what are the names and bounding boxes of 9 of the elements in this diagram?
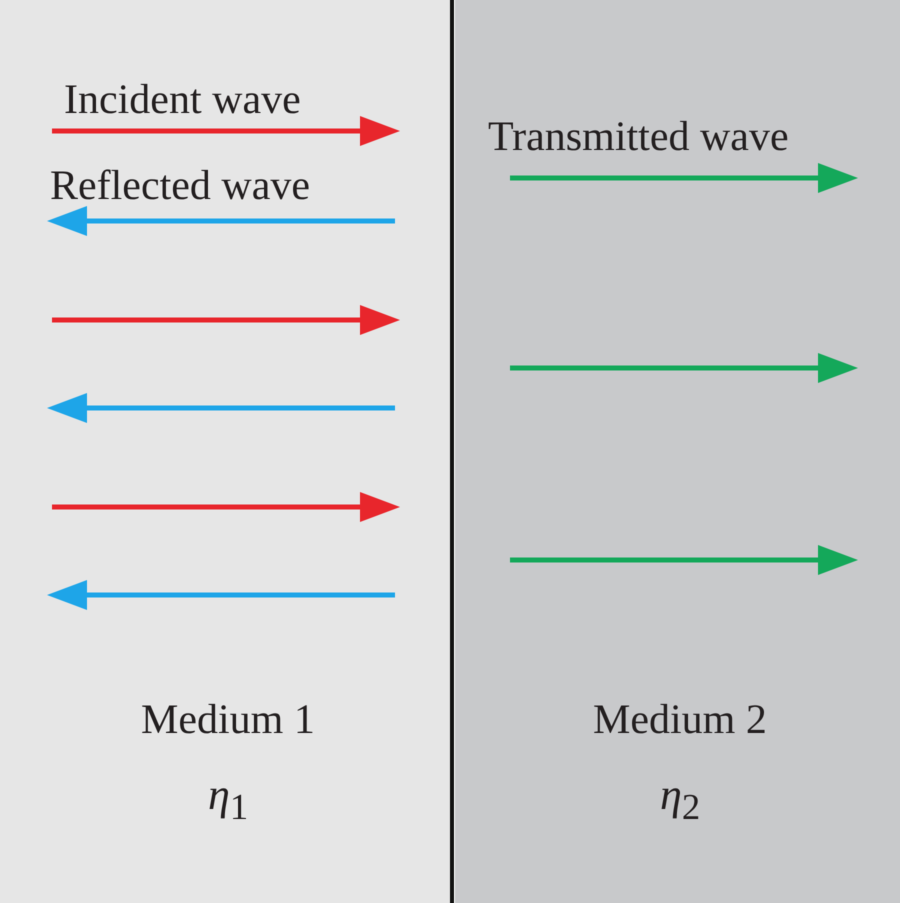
impedance-symbol: η$_{1}$ (208, 770, 248, 829)
impedance-symbol: η$_{2}$ (660, 770, 700, 829)
medium-panel (0, 0, 450, 903)
wave-label: Reflected wave (50, 162, 310, 210)
wave-label: Transmitted wave (488, 113, 789, 161)
wave-label: Incident wave (64, 76, 301, 124)
medium-label: Medium 2 (593, 696, 767, 744)
medium-panel (455, 0, 900, 903)
medium-label: Medium 1 (141, 696, 315, 744)
